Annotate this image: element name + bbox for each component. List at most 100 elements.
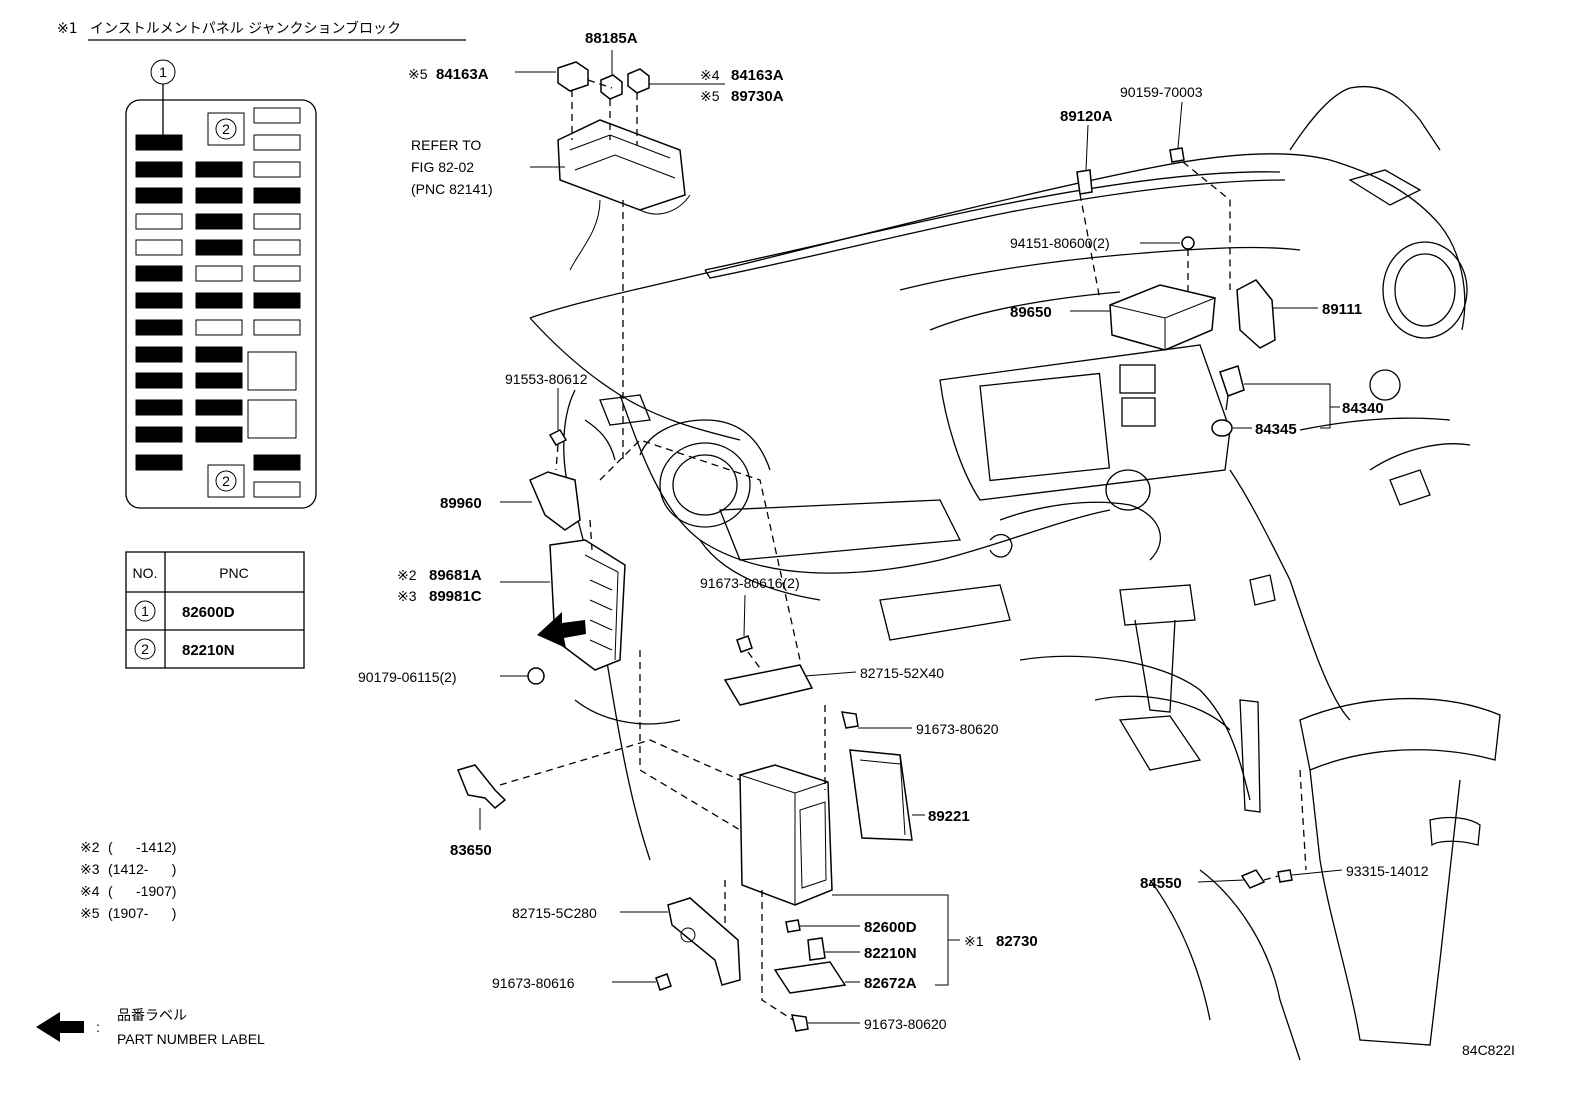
label-89981C: 89981C bbox=[429, 588, 482, 605]
bolt-91673-80616-icon bbox=[655, 973, 672, 991]
table-header-no: NO. bbox=[133, 565, 158, 581]
label-88185A: 88185A bbox=[585, 30, 638, 47]
fuse-slot bbox=[253, 161, 301, 178]
fuse-slot bbox=[253, 265, 301, 282]
label-84163A-left: 84163A bbox=[436, 66, 489, 83]
fuse-slot bbox=[135, 161, 183, 178]
clip-84550-icon bbox=[1240, 869, 1266, 889]
leader-lines bbox=[479, 50, 1343, 1024]
callout-2-bottom-box bbox=[207, 464, 245, 498]
table-row-2-pnc: 82210N bbox=[182, 642, 235, 659]
header-title: インストルメントパネル ジャンクションブロック bbox=[90, 20, 401, 37]
label-82600D: 82600D bbox=[864, 919, 917, 936]
label-mark-89981C: ※3 bbox=[397, 588, 417, 604]
fuse-slot bbox=[195, 399, 243, 416]
fuse-slot bbox=[195, 292, 243, 309]
label-91673-80620-b: 91673-80620 bbox=[864, 1016, 947, 1032]
sensor-89111-icon bbox=[1236, 279, 1276, 349]
label-91673-80620-a: 91673-80620 bbox=[916, 721, 999, 737]
relay-slot bbox=[247, 351, 297, 391]
legend-en: PART NUMBER LABEL bbox=[117, 1031, 265, 1047]
screw-91553-icon bbox=[548, 429, 568, 446]
label-mark-89730A: ※5 bbox=[700, 88, 720, 104]
fuse-slot bbox=[253, 454, 301, 471]
refer-line-2: FIG 82-02 bbox=[411, 159, 474, 175]
fuse-slot bbox=[135, 372, 183, 389]
fuse-slot bbox=[135, 399, 183, 416]
nut-94151-icon bbox=[1181, 236, 1195, 250]
label-82210N: 82210N bbox=[864, 945, 917, 962]
label-90159-70003: 90159-70003 bbox=[1120, 84, 1203, 100]
header: ※1 インストルメントパネル ジャンクションブロック bbox=[57, 20, 466, 41]
label-84550: 84550 bbox=[1140, 875, 1182, 892]
fuse-slot bbox=[195, 372, 243, 389]
table-row-2-no: 2 bbox=[141, 641, 149, 657]
fuse-slot bbox=[135, 346, 183, 363]
fuse-slot bbox=[135, 292, 183, 309]
table-row-1-no: 1 bbox=[141, 603, 149, 619]
label-94151-80600: 94151-80600(2) bbox=[1010, 235, 1110, 251]
fuse-slot bbox=[253, 292, 301, 309]
part-labels: 88185A ※5 84163A ※4 84163A ※5 89730A REF… bbox=[358, 30, 1429, 1032]
bracket-82715-52X40-icon bbox=[723, 664, 814, 706]
callout-2-bottom-label: 2 bbox=[222, 473, 230, 489]
relay-84163A-left-icon bbox=[557, 61, 589, 92]
label-91673-80616: 91673-80616 bbox=[492, 975, 575, 991]
label-84345: 84345 bbox=[1255, 421, 1297, 438]
label-89221: 89221 bbox=[928, 808, 970, 825]
fuse-slot bbox=[195, 265, 243, 282]
part-number-label-arrow-icon bbox=[36, 1012, 84, 1042]
applicability-notes: ※2 ( -1412) ※3 (1412- ) ※4 ( -1907) ※5 (… bbox=[80, 839, 176, 921]
label-89681A: 89681A bbox=[429, 567, 482, 584]
label-89650: 89650 bbox=[1010, 304, 1052, 321]
refer-line-1: REFER TO bbox=[411, 137, 481, 153]
header-mark: ※1 bbox=[57, 21, 78, 37]
instrument-panel-illustration bbox=[529, 85, 1501, 1061]
label-82715-5C280: 82715-5C280 bbox=[512, 905, 597, 921]
relay-88185A-icon bbox=[600, 74, 623, 100]
fuse-slot bbox=[253, 239, 301, 256]
label-93315-14012: 93315-14012 bbox=[1346, 863, 1429, 879]
fuse-slot bbox=[135, 265, 183, 282]
junction-block-outline bbox=[125, 99, 317, 509]
fuse-slot bbox=[195, 187, 243, 204]
ecu-89221-icon bbox=[849, 749, 913, 841]
note-mark-3: ※3 bbox=[80, 861, 100, 877]
legend-colon: : bbox=[96, 1019, 100, 1035]
fuse-82210N-icon bbox=[807, 937, 826, 961]
part-number-label-pointer-icon bbox=[537, 612, 586, 648]
assembly-lines bbox=[499, 79, 1307, 1021]
note-range-4: ( -1907) bbox=[108, 883, 176, 899]
screw-93315-icon bbox=[1277, 869, 1293, 883]
fuse-slot bbox=[195, 213, 243, 230]
junction-block-82730-icon bbox=[739, 764, 833, 906]
bolt-91673-80620-a-icon bbox=[841, 711, 859, 729]
fuse-slot bbox=[253, 481, 301, 498]
fuse-slot bbox=[195, 426, 243, 443]
switch-84340-icon bbox=[1219, 365, 1245, 397]
part-shapes bbox=[456, 61, 1293, 1032]
callout-2-top-box bbox=[207, 112, 245, 146]
label-mark-84163A-left: ※5 bbox=[408, 66, 428, 82]
fuse-slot bbox=[195, 239, 243, 256]
callout-2-top-label: 2 bbox=[222, 121, 230, 137]
label-mark-82730: ※1 bbox=[964, 933, 984, 949]
label-89730A: 89730A bbox=[731, 88, 784, 105]
fuse-slot bbox=[135, 134, 183, 151]
note-range-2: ( -1412) bbox=[108, 839, 176, 855]
refer-line-3: (PNC 82141) bbox=[411, 181, 493, 197]
clip-84345-icon bbox=[1211, 419, 1233, 437]
label-91553-80612: 91553-80612 bbox=[505, 371, 588, 387]
nut-90179-icon bbox=[527, 667, 545, 685]
bracket-82715-5C280-icon bbox=[667, 897, 741, 986]
label-mark-84163A-right: ※4 bbox=[700, 67, 720, 83]
fuse-slot bbox=[253, 107, 301, 124]
fuse-slot bbox=[253, 187, 301, 204]
label-89120A: 89120A bbox=[1060, 108, 1113, 125]
table-header-pnc: PNC bbox=[219, 565, 249, 581]
note-range-5: (1907- ) bbox=[108, 905, 176, 921]
fuse-slot bbox=[195, 161, 243, 178]
legend-jp: 品番ラベル bbox=[117, 1008, 187, 1024]
sensor-83650-icon bbox=[456, 764, 507, 810]
fuse-slot bbox=[253, 319, 301, 336]
